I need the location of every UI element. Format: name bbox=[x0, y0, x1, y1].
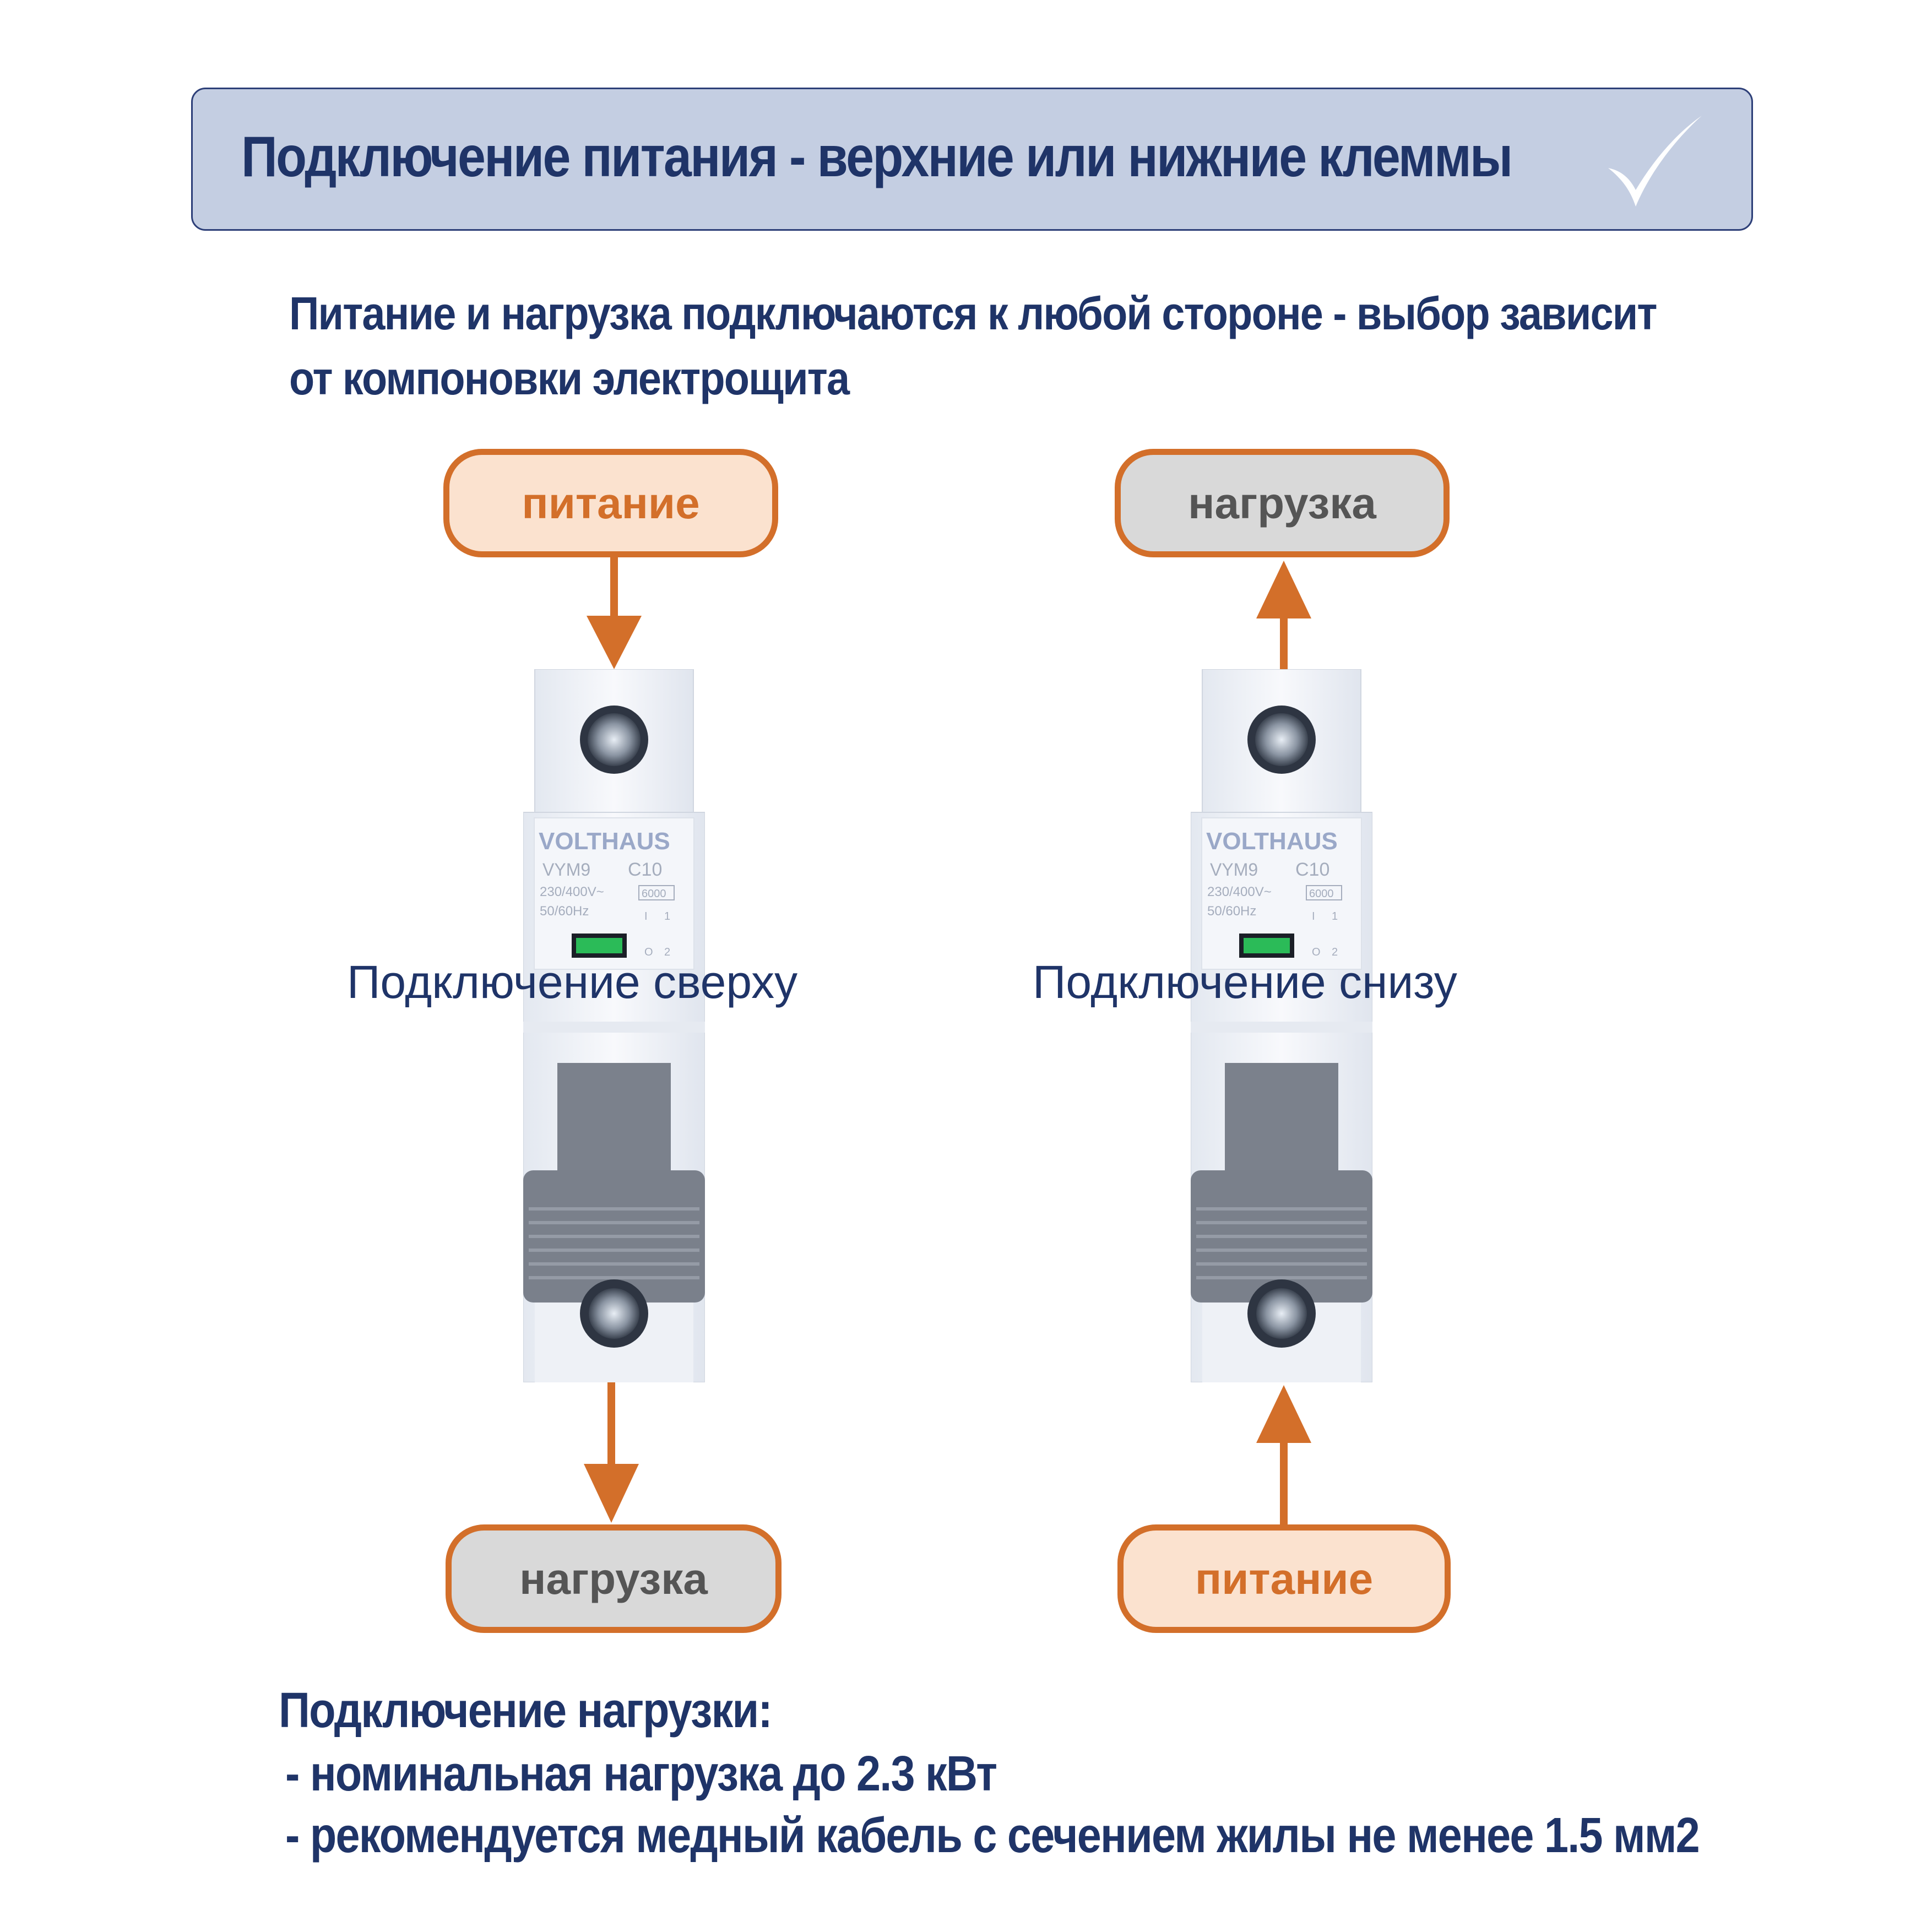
left-top-arrow bbox=[587, 556, 642, 669]
right-breaker-model: VYM9 bbox=[1210, 860, 1258, 880]
left-breaker-breaking: 6000 bbox=[642, 888, 666, 900]
left-load-text: нагрузка bbox=[519, 1554, 708, 1603]
right-breaker-voltage: 230/400V~ bbox=[1207, 884, 1272, 899]
load-info-item-1: - номинальная нагрузка до 2.3 кВт bbox=[285, 1746, 997, 1801]
right-breaker-rating: C10 bbox=[1295, 859, 1329, 880]
right-breaker-image: VOLTHAUS VYM9 C10 230/400V~ 6000 50/60Hz… bbox=[1191, 669, 1372, 1382]
right-caption: Подключение снизу bbox=[1033, 956, 1457, 1008]
right-bottom-arrow bbox=[1256, 1385, 1311, 1526]
right-breaker-terminal-bottom: 2 bbox=[1332, 946, 1338, 958]
checkmark-icon bbox=[1608, 116, 1702, 207]
left-load-label: нагрузка bbox=[446, 1524, 782, 1633]
left-supply-text: питание bbox=[522, 478, 700, 528]
right-breaker-pos-on: I bbox=[1312, 910, 1315, 922]
right-top-arrow bbox=[1256, 561, 1311, 675]
left-breaker-rating: C10 bbox=[628, 859, 662, 880]
right-load-text: нагрузка bbox=[1188, 478, 1376, 528]
left-breaker-frequency: 50/60Hz bbox=[540, 904, 589, 919]
right-supply-text: питание bbox=[1195, 1554, 1374, 1603]
left-caption: Подключение сверху bbox=[347, 956, 798, 1008]
page-title: Подключение питания - верхние или нижние… bbox=[241, 125, 1513, 189]
left-bottom-arrow bbox=[584, 1382, 639, 1523]
load-info-item-2: - рекомендуется медный кабель с сечением… bbox=[285, 1808, 1700, 1863]
subtitle-line-2: от компоновки электрощита bbox=[289, 352, 850, 404]
left-supply-label: питание bbox=[443, 449, 778, 557]
left-breaker-voltage: 230/400V~ bbox=[540, 884, 604, 899]
right-breaker-brand: VOLTHAUS bbox=[1206, 828, 1338, 855]
right-breaker-frequency: 50/60Hz bbox=[1207, 904, 1256, 919]
left-breaker-brand: VOLTHAUS bbox=[539, 828, 670, 855]
subtitle: Питание и нагрузка подключаются к любой … bbox=[289, 281, 1657, 411]
right-breaker-terminal-top: 1 bbox=[1332, 910, 1338, 922]
left-breaker-terminal-bottom: 2 bbox=[664, 946, 670, 958]
left-breaker-terminal-top: 1 bbox=[664, 910, 670, 922]
load-info-heading: Подключение нагрузки: bbox=[279, 1683, 773, 1738]
left-breaker-image: VOLTHAUS VYM9 C10 230/400V~ 6000 50/60Hz… bbox=[523, 669, 705, 1382]
left-breaker-pos-off: O bbox=[644, 946, 653, 958]
right-breaker-pos-off: O bbox=[1312, 946, 1321, 958]
right-breaker-breaking: 6000 bbox=[1309, 888, 1334, 900]
left-breaker-model: VYM9 bbox=[542, 860, 590, 880]
subtitle-line-1: Питание и нагрузка подключаются к любой … bbox=[289, 287, 1657, 339]
header-banner bbox=[191, 88, 1753, 231]
left-breaker-pos-on: I bbox=[644, 910, 648, 922]
right-load-label: нагрузка bbox=[1115, 449, 1450, 557]
right-supply-label: питание bbox=[1117, 1524, 1451, 1633]
